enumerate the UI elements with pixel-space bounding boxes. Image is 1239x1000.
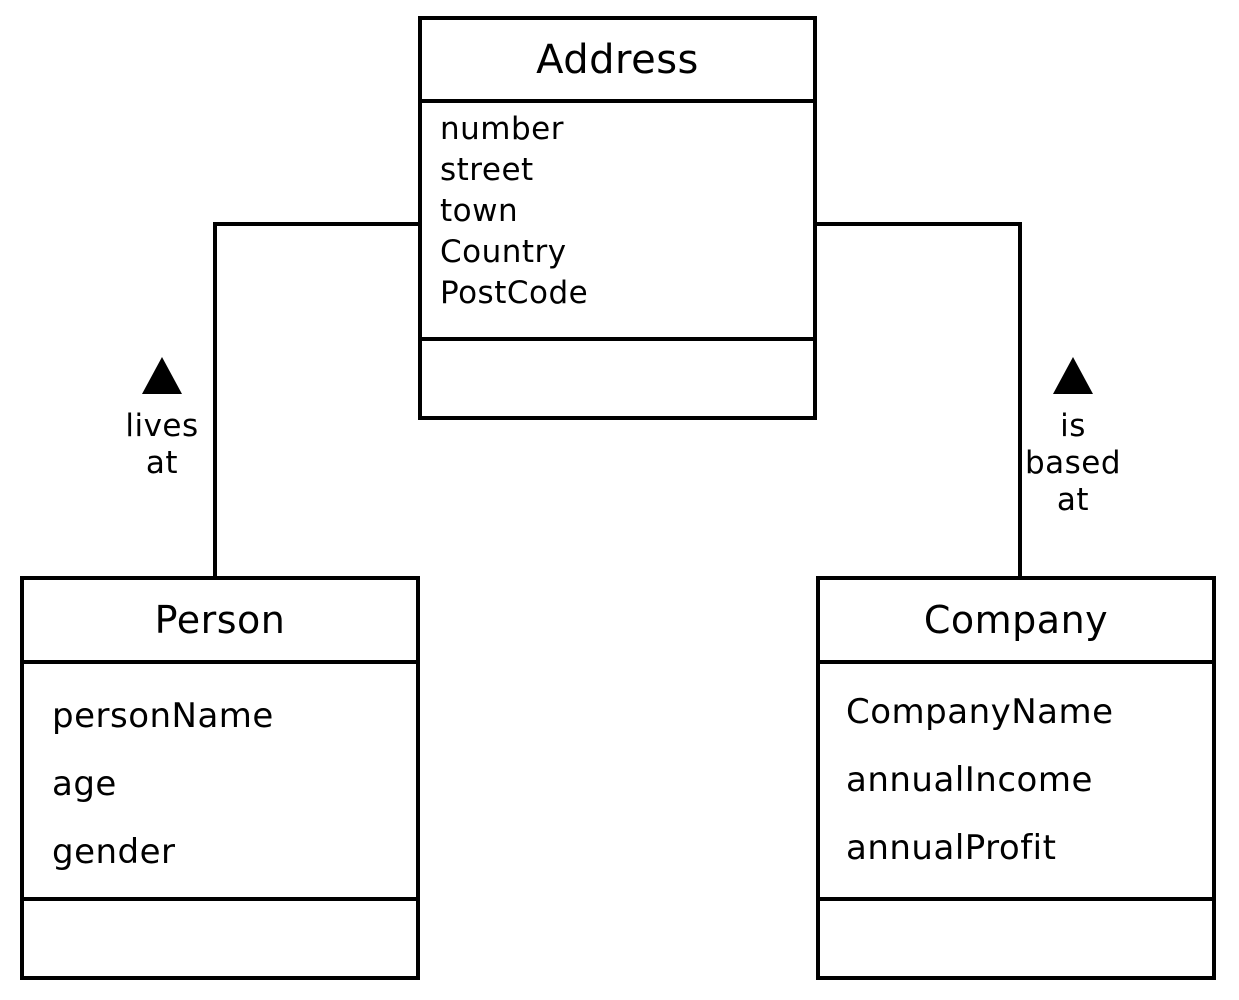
attribute-item: Country <box>440 234 567 270</box>
class-box-company[interactable]: Company CompanyName annualIncome annualP… <box>816 576 1216 980</box>
relationship-label-line: based <box>1024 445 1122 481</box>
class-attributes-section-person: personName age gender <box>24 664 416 901</box>
attribute-item: annualIncome <box>846 760 1093 800</box>
relationship-label-line: lives <box>125 408 199 444</box>
relationship-label-line: at <box>1056 482 1090 518</box>
class-methods-section-address <box>422 341 813 416</box>
triangle-arrowhead-icon <box>1053 357 1093 394</box>
class-attributes-section-address: number street town Country PostCode <box>422 103 813 341</box>
attribute-item: age <box>52 764 117 804</box>
class-box-address[interactable]: Address number street town Country PostC… <box>418 16 817 420</box>
attribute-item: town <box>440 193 519 229</box>
attribute-item: number <box>440 111 564 147</box>
relationship-label-lives-at: lives at <box>82 408 242 482</box>
relationship-label-line: is <box>1060 408 1086 444</box>
attribute-item: PostCode <box>440 275 589 311</box>
attribute-item: gender <box>52 832 176 872</box>
relationship-label-line: at <box>145 445 179 481</box>
class-box-person[interactable]: Person personName age gender <box>20 576 420 980</box>
attribute-item: annualProfit <box>846 828 1057 868</box>
class-name-address: Address <box>536 36 699 83</box>
class-methods-section-person <box>24 901 416 976</box>
class-title-section-address: Address <box>422 20 813 103</box>
attribute-item: personName <box>52 696 274 736</box>
attribute-item: CompanyName <box>846 692 1114 732</box>
class-methods-section-company <box>820 901 1212 976</box>
connector-is-based-at-vertical <box>1018 222 1022 578</box>
class-title-section-person: Person <box>24 580 416 664</box>
class-name-company: Company <box>923 598 1109 642</box>
attribute-item: street <box>440 152 534 188</box>
connector-lives-at-horizontal <box>213 222 420 226</box>
class-title-section-company: Company <box>820 580 1212 664</box>
class-name-person: Person <box>154 598 286 642</box>
connector-lives-at-vertical <box>213 222 217 578</box>
class-attributes-section-company: CompanyName annualIncome annualProfit <box>820 664 1212 901</box>
triangle-arrowhead-icon <box>142 357 182 394</box>
connector-is-based-at-horizontal <box>815 222 1022 226</box>
relationship-label-is-based-at: is based at <box>993 408 1153 519</box>
